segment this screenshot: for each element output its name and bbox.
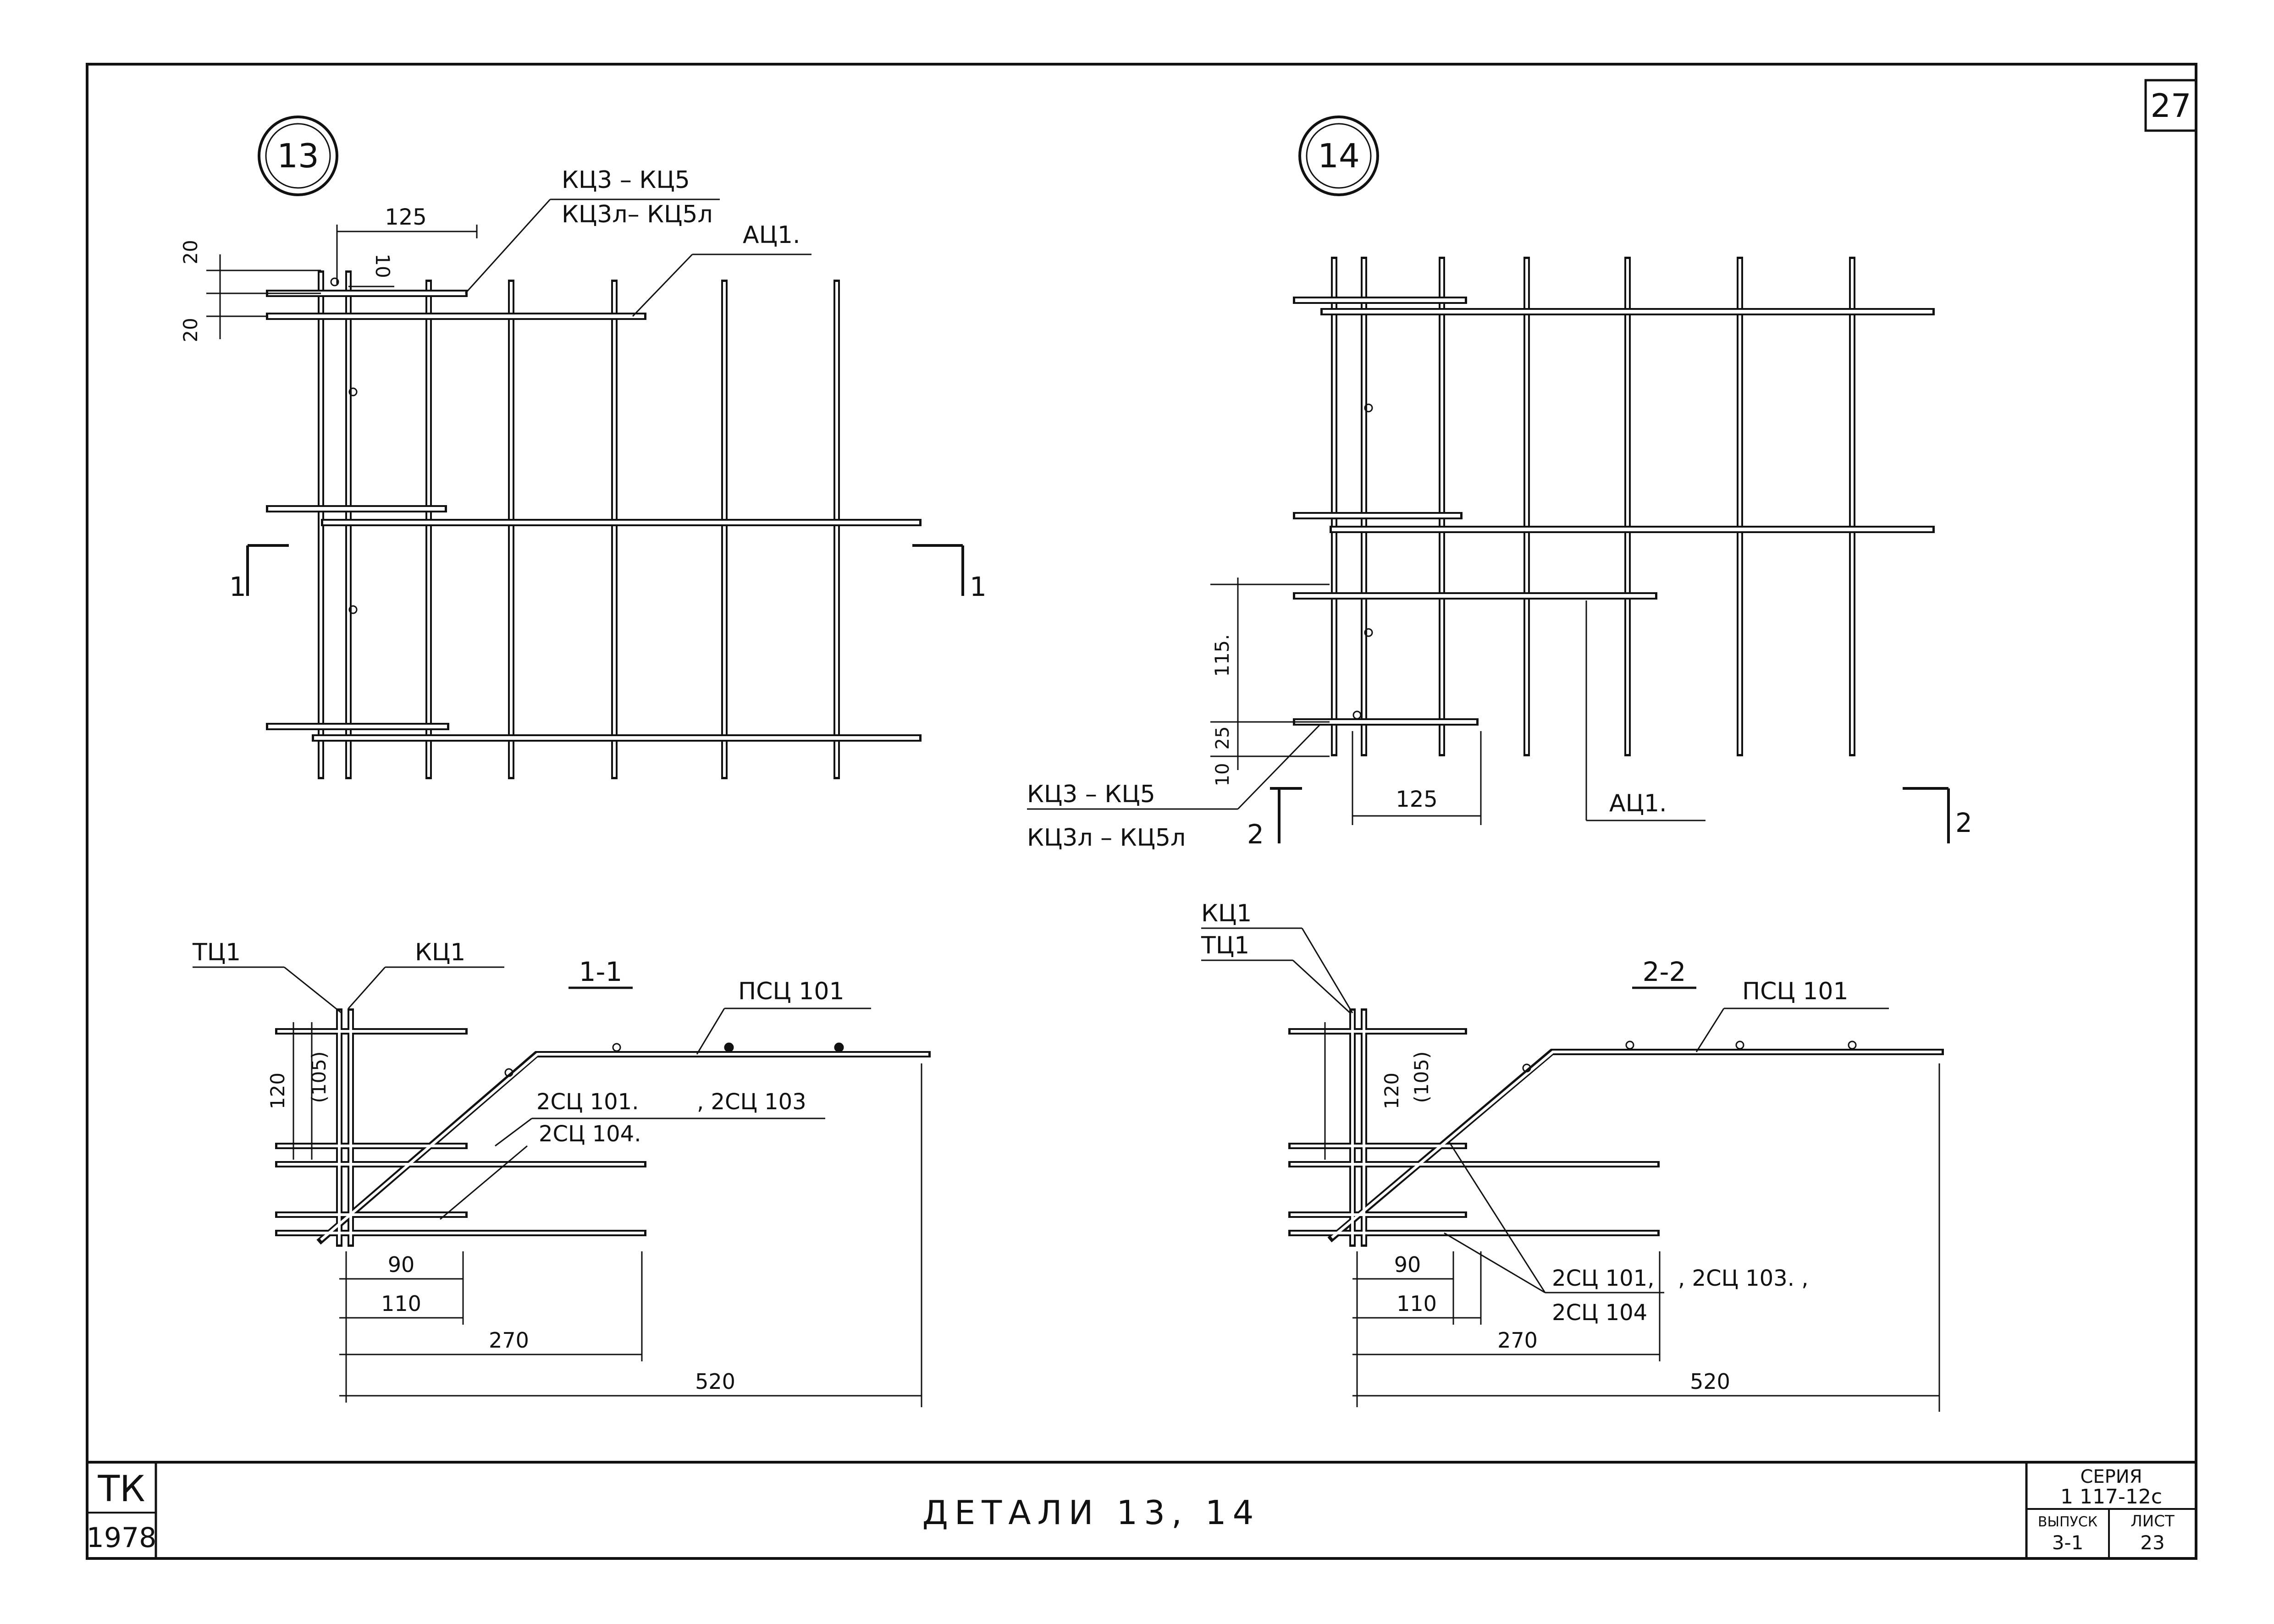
section-1-1-2sc-label-c: 2СЦ 104. (539, 1121, 641, 1147)
section-1-1-dim-105: (105) (308, 1051, 330, 1103)
detail-14-kc-label-bottom: КЦ3л – КЦ5л (1027, 824, 1186, 852)
issue-value: 3-1 (2052, 1531, 2084, 1554)
issue-label: ВЫПУСК (2038, 1514, 2097, 1530)
section-1-1-dim-520: 520 (695, 1369, 735, 1394)
section-1-1-dim-270: 270 (489, 1328, 529, 1353)
title-block-org: ТК (97, 1469, 145, 1510)
section-2-2-psc-label: ПСЦ 101 (1742, 978, 1849, 1005)
title-block-year: 1978 (87, 1522, 157, 1554)
detail-14-plan (1027, 116, 1950, 843)
section-1-1-kc-label: КЦ1 (415, 939, 465, 966)
section-2-2-dim-105: (105) (1410, 1051, 1433, 1103)
sheet-frame (86, 63, 2197, 1560)
section-2-2-kc-label: КЦ1 (1201, 900, 1252, 927)
detail-14-dim-10: 10 (1212, 763, 1233, 787)
detail-14-dim-115: 115. (1211, 634, 1233, 677)
detail-13-ac-label: АЦ1. (743, 221, 800, 249)
section-2-2-dim-120: 120 (1380, 1073, 1403, 1109)
sheet-value: 23 (2140, 1531, 2164, 1554)
section-2-2-2sc-label-b: , 2СЦ 103. , (1678, 1266, 1808, 1291)
detail-13-section-mark-left: 1 (229, 571, 246, 602)
section-2-2-dim-90: 90 (1394, 1252, 1421, 1277)
section-1-1-dim-110: 110 (381, 1291, 421, 1316)
section-1-1 (193, 966, 931, 1407)
detail-14-kc-label-top: КЦ3 – КЦ5 (1027, 781, 1155, 808)
detail-13-section-mark-right: 1 (970, 571, 987, 602)
section-2-2-dim-110: 110 (1396, 1291, 1437, 1316)
section-1-1-2sc-label-b: , 2СЦ 103 (697, 1089, 806, 1115)
section-2-2-tc-label: ТЦ1 (1201, 932, 1249, 959)
section-2-2-dim-520: 520 (1690, 1369, 1730, 1394)
sheet-label: ЛИСТ (2130, 1512, 2175, 1530)
series-value: 1 117-12с (2060, 1485, 2162, 1508)
detail-14-marker: 14 (1318, 137, 1360, 175)
detail-14-section-mark-left: 2 (1247, 819, 1264, 850)
detail-13-dim-20b: 20 (179, 318, 202, 342)
detail-13-marker-circle (258, 116, 338, 196)
section-1-1-dim-90: 90 (388, 1252, 415, 1277)
section-1-1-dim-120: 120 (266, 1073, 289, 1109)
section-2-2-2sc-label-a: 2СЦ 101, (1552, 1266, 1654, 1291)
detail-13-plan (206, 116, 964, 779)
section-1-1-psc-label: ПСЦ 101 (738, 978, 844, 1005)
detail-14-dim-25: 25 (1212, 727, 1233, 750)
series-label: СЕРИЯ (2080, 1466, 2142, 1487)
section-1-1-2sc-label-a: 2СЦ 101. (536, 1089, 639, 1115)
drawing-title: ДЕТАЛИ 13, 14 (922, 1493, 1260, 1532)
detail-14-marker-circle (1298, 116, 1379, 196)
section-2-2 (1201, 927, 1944, 1412)
section-1-1-tc-label: ТЦ1 (192, 939, 241, 966)
detail-14-ac-label: АЦ1. (1609, 790, 1667, 817)
detail-13-dim-125: 125 (385, 204, 427, 230)
sheet-number: 27 (2150, 87, 2191, 125)
detail-14-dim-125: 125 (1396, 787, 1438, 812)
detail-13-kc-label-top: КЦ3 – КЦ5 (562, 166, 690, 194)
detail-13-dim-20a: 20 (179, 240, 202, 264)
detail-14-section-mark-right: 2 (1955, 807, 1972, 838)
section-2-2-dim-270: 270 (1497, 1328, 1538, 1353)
detail-13-dim-10: 10 (371, 253, 394, 278)
detail-13-marker: 13 (277, 137, 319, 175)
section-2-2-title: 2-2 (1643, 956, 1686, 987)
detail-13-kc-label-bottom: КЦ3л– КЦ5л (562, 201, 713, 228)
section-2-2-2sc-label-c: 2СЦ 104 (1552, 1300, 1647, 1326)
section-1-1-title: 1-1 (579, 956, 623, 987)
